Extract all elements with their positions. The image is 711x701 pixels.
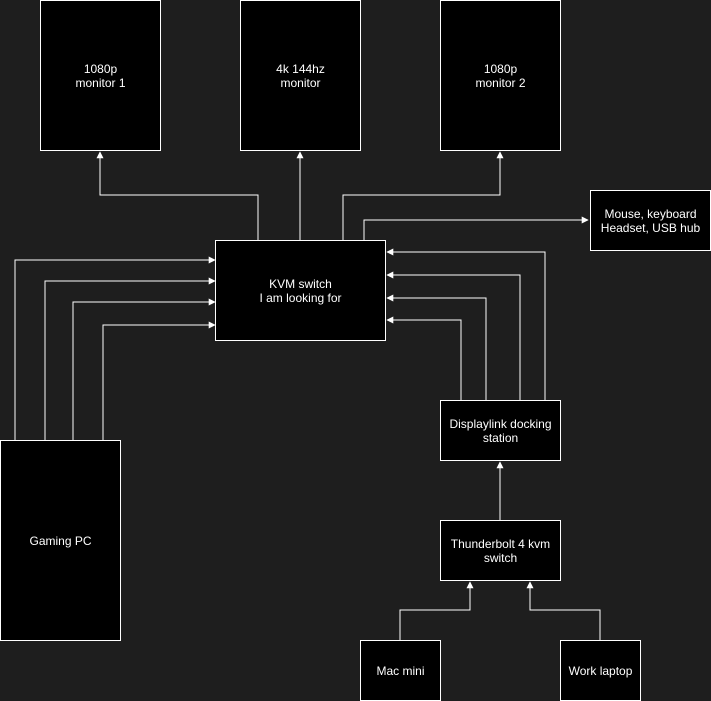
node-peripherals-label: Mouse, keyboard Headset, USB hub [600, 206, 701, 235]
node-mac-mini: Mac mini [360, 640, 441, 701]
node-monitor-4k: 4k 144hz monitor [240, 0, 361, 151]
edge-dock-to-kvm-4 [386, 316, 462, 400]
edge-pc-to-kvm-1 [14, 256, 216, 440]
node-monitor-2: 1080p monitor 2 [440, 0, 561, 151]
edge-pc-to-kvm-3 [72, 298, 216, 440]
edge-mac-to-tb4 [399, 581, 474, 640]
edge-kvm-to-monitor1 [96, 151, 259, 240]
edge-dock-to-kvm-2 [386, 271, 521, 400]
node-monitor-1-label: 1080p monitor 1 [75, 61, 126, 90]
node-kvm-switch: KVM switch I am looking for [215, 240, 386, 341]
edge-pc-to-kvm-4 [102, 321, 216, 440]
node-tb4-kvm-switch-label: Thunderbolt 4 kvm switch [450, 536, 551, 565]
node-mac-mini-label: Mac mini [376, 663, 425, 678]
edge-kvm-to-peripherals [363, 216, 589, 240]
node-kvm-switch-label: KVM switch I am looking for [259, 276, 342, 305]
node-monitor-4k-label: 4k 144hz monitor [276, 61, 325, 90]
edge-pc-to-kvm-2 [44, 277, 216, 440]
node-monitor-1: 1080p monitor 1 [40, 0, 161, 151]
node-work-laptop-label: Work laptop [568, 663, 633, 678]
edge-dock-to-kvm-1 [386, 248, 546, 400]
node-tb4-kvm-switch: Thunderbolt 4 kvm switch [440, 520, 561, 581]
node-work-laptop: Work laptop [560, 640, 641, 701]
node-docking-station-label: Displaylink docking station [449, 416, 552, 445]
edge-kvm-to-monitor2 [342, 151, 504, 240]
edge-dock-to-kvm-3 [386, 294, 487, 400]
node-gaming-pc-label: Gaming PC [29, 533, 92, 548]
node-monitor-2-label: 1080p monitor 2 [475, 61, 526, 90]
node-gaming-pc: Gaming PC [0, 440, 121, 641]
edge-laptop-to-tb4 [526, 581, 601, 640]
node-peripherals: Mouse, keyboard Headset, USB hub [590, 190, 711, 251]
node-docking-station: Displaylink docking station [440, 400, 561, 461]
